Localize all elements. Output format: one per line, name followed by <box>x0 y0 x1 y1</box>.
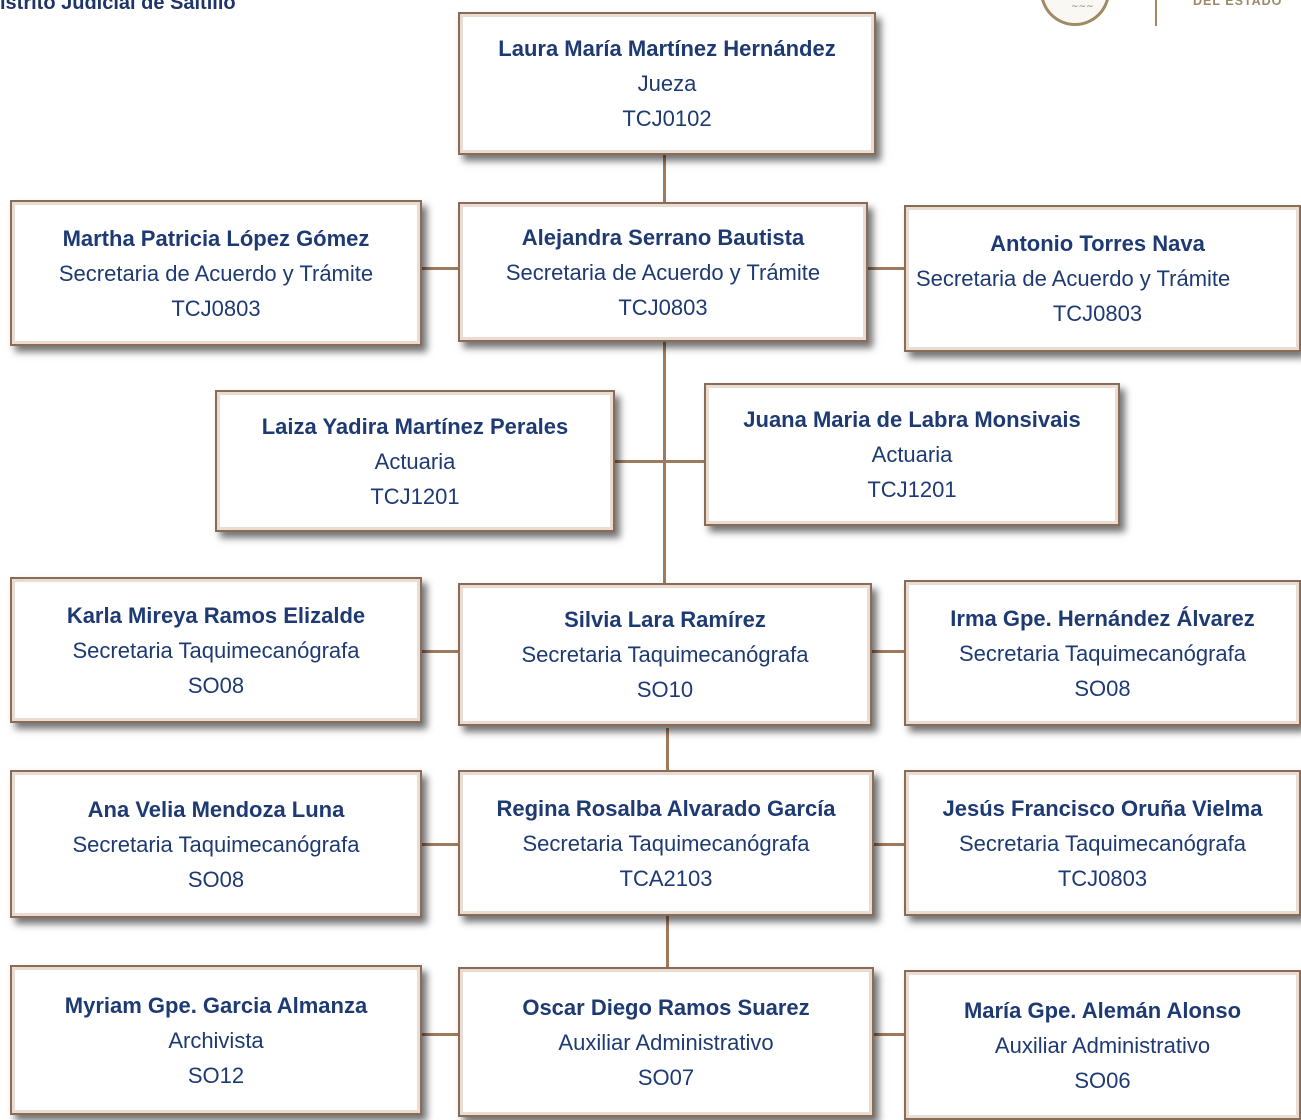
node-secretaria-right: Antonio Torres Nava Secretaria de Acuerd… <box>904 205 1301 352</box>
node-code: TCJ0102 <box>622 106 712 131</box>
node-role: Jueza <box>637 71 697 96</box>
node-taqui2-center: Regina Rosalba Alvarado García Secretari… <box>458 770 874 916</box>
node-role: Secretaria Taquimecanógrafa <box>522 830 810 856</box>
node-taqui1-right: Irma Gpe. Hernández Álvarez Secretaria T… <box>904 580 1301 726</box>
connector-line <box>422 1033 458 1036</box>
node-bottom-left: Myriam Gpe. Garcia Almanza Archivista SO… <box>10 965 422 1115</box>
node-taqui1-center: Silvia Lara Ramírez Secretaria Taquimeca… <box>458 583 872 726</box>
node-role: Secretaria de Acuerdo y Trámite <box>58 260 374 286</box>
node-code: TCJ1201 <box>370 483 460 509</box>
node-code: SO08 <box>1074 675 1131 701</box>
node-name: Alejandra Serrano Bautista <box>521 224 805 250</box>
connector-line <box>666 728 669 770</box>
node-role: Auxiliar Administrativo <box>994 1032 1211 1058</box>
connector-line <box>868 267 904 270</box>
node-name: Jesús Francisco Oruña Vielma <box>942 795 1263 821</box>
node-name: Oscar Diego Ramos Suarez <box>522 994 810 1020</box>
node-name: Karla Mireya Ramos Elizalde <box>66 602 366 628</box>
node-role: Secretaria Taquimecanógrafa <box>521 642 809 667</box>
node-role: Secretaria Taquimecanógrafa <box>72 831 360 857</box>
node-code: TCJ0803 <box>1052 301 1143 326</box>
node-name: Irma Gpe. Hernández Álvarez <box>950 605 1255 631</box>
node-secretaria-center: Alejandra Serrano Bautista Secretaria de… <box>458 202 868 342</box>
node-code: TCA2103 <box>619 865 713 891</box>
connector-line <box>868 843 904 846</box>
node-role: Actuaria <box>871 442 953 467</box>
node-role: Actuaria <box>374 448 456 474</box>
seal-icon: ~~~ <box>1040 0 1110 26</box>
connector-line <box>422 267 458 270</box>
node-code: TCJ0803 <box>1057 865 1148 891</box>
connector-line <box>663 340 666 590</box>
node-name: Myriam Gpe. Garcia Almanza <box>64 992 368 1018</box>
node-taqui1-left: Karla Mireya Ramos Elizalde Secretaria T… <box>10 577 422 723</box>
node-role: Archivista <box>168 1027 264 1053</box>
node-taqui2-right: Jesús Francisco Oruña Vielma Secretaria … <box>904 770 1301 916</box>
node-name: María Gpe. Alemán Alonso <box>963 997 1242 1023</box>
node-code: SO07 <box>637 1064 695 1090</box>
node-name: Laiza Yadira Martínez Perales <box>261 413 569 439</box>
connector-line <box>868 650 904 653</box>
node-name: Regina Rosalba Alvarado García <box>496 795 836 821</box>
district-title: istrito Judicial de Saltillo <box>0 0 236 14</box>
node-role: Secretaria de Acuerdo y Trámite <box>916 266 1231 291</box>
node-code: SO06 <box>1074 1067 1131 1093</box>
node-secretaria-left: Martha Patricia López Gómez Secretaria d… <box>10 200 422 346</box>
node-code: TCJ0803 <box>618 294 708 320</box>
node-bottom-right: María Gpe. Alemán Alonso Auxiliar Admini… <box>904 970 1301 1120</box>
node-role: Secretaria Taquimecanógrafa <box>959 830 1246 856</box>
connector-line <box>666 915 669 967</box>
node-code: TCJ1201 <box>867 477 957 502</box>
node-name: Ana Velia Mendoza Luna <box>87 796 345 822</box>
logo-text: DEL ESTADO <box>1193 0 1283 8</box>
node-bottom-center: Oscar Diego Ramos Suarez Auxiliar Admini… <box>458 967 874 1117</box>
node-actuaria-left: Laiza Yadira Martínez Perales Actuaria T… <box>215 390 615 532</box>
node-role: Secretaria Taquimecanógrafa <box>959 640 1246 666</box>
node-name: Laura María Martínez Hernández <box>498 36 836 61</box>
node-taqui2-left: Ana Velia Mendoza Luna Secretaria Taquim… <box>10 770 422 918</box>
node-role: Secretaria Taquimecanógrafa <box>72 637 360 663</box>
node-role: Secretaria de Acuerdo y Trámite <box>505 259 821 285</box>
node-judge: Laura María Martínez Hernández Jueza TCJ… <box>458 12 876 155</box>
node-name: Martha Patricia López Gómez <box>62 225 370 251</box>
institution-logo: ~~~ DEL ESTADO <box>1030 0 1301 36</box>
node-code: TCJ0803 <box>171 295 261 321</box>
node-name: Antonio Torres Nava <box>990 231 1205 256</box>
node-name: Silvia Lara Ramírez <box>564 607 766 632</box>
node-code: SO08 <box>187 866 245 892</box>
node-code: SO12 <box>187 1062 245 1088</box>
node-code: SO08 <box>187 672 245 698</box>
connector-line <box>663 155 666 205</box>
connector-line <box>868 1033 904 1036</box>
node-name: Juana Maria de Labra Monsivais <box>743 407 1081 432</box>
logo-divider <box>1155 0 1157 26</box>
node-actuaria-right: Juana Maria de Labra Monsivais Actuaria … <box>704 383 1120 526</box>
connector-line <box>422 650 458 653</box>
connector-line <box>422 843 458 846</box>
node-role: Auxiliar Administrativo <box>558 1029 774 1055</box>
node-code: SO10 <box>636 677 694 702</box>
